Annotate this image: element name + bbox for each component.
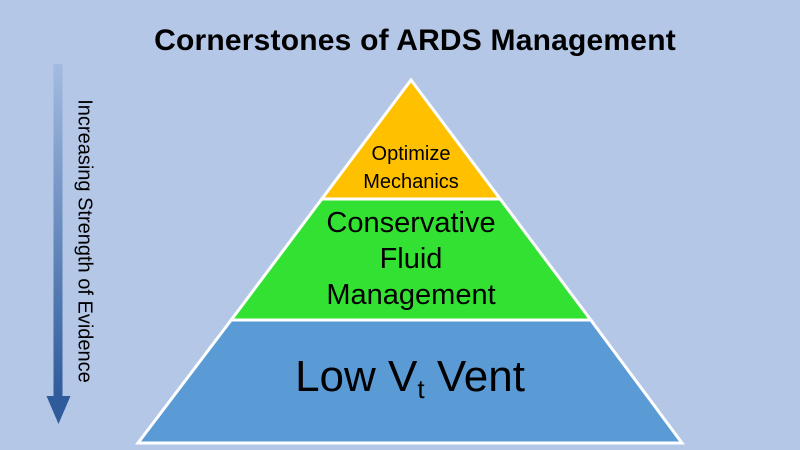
tier-middle-line-3: Management — [326, 279, 496, 311]
tier-middle-line-1: Conservative — [326, 207, 496, 239]
tier-top-line-2: Mechanics — [363, 171, 459, 193]
pyramid-tier-top — [318, 77, 504, 201]
tier-bottom-label-pre: Low V — [295, 352, 418, 401]
tier-top-line-1: Optimize — [371, 143, 451, 165]
tier-middle-line-2: Fluid — [379, 243, 443, 275]
down-arrow-icon — [46, 64, 71, 424]
down-arrow-shaft — [53, 64, 63, 398]
tier-middle-label: Conservative Fluid Management — [326, 205, 495, 313]
tier-bottom-label-post: Vent — [424, 352, 525, 401]
tier-bottom-label-subscript: t — [417, 374, 425, 404]
tier-top-label: Optimize Mechanics — [363, 140, 459, 196]
page-title: Cornerstones of ARDS Management — [154, 24, 676, 57]
evidence-axis-label: Increasing Strength of Evidence — [73, 99, 96, 383]
tier-bottom-label: Low Vt Vent — [295, 351, 525, 403]
down-arrow-head — [46, 396, 71, 424]
